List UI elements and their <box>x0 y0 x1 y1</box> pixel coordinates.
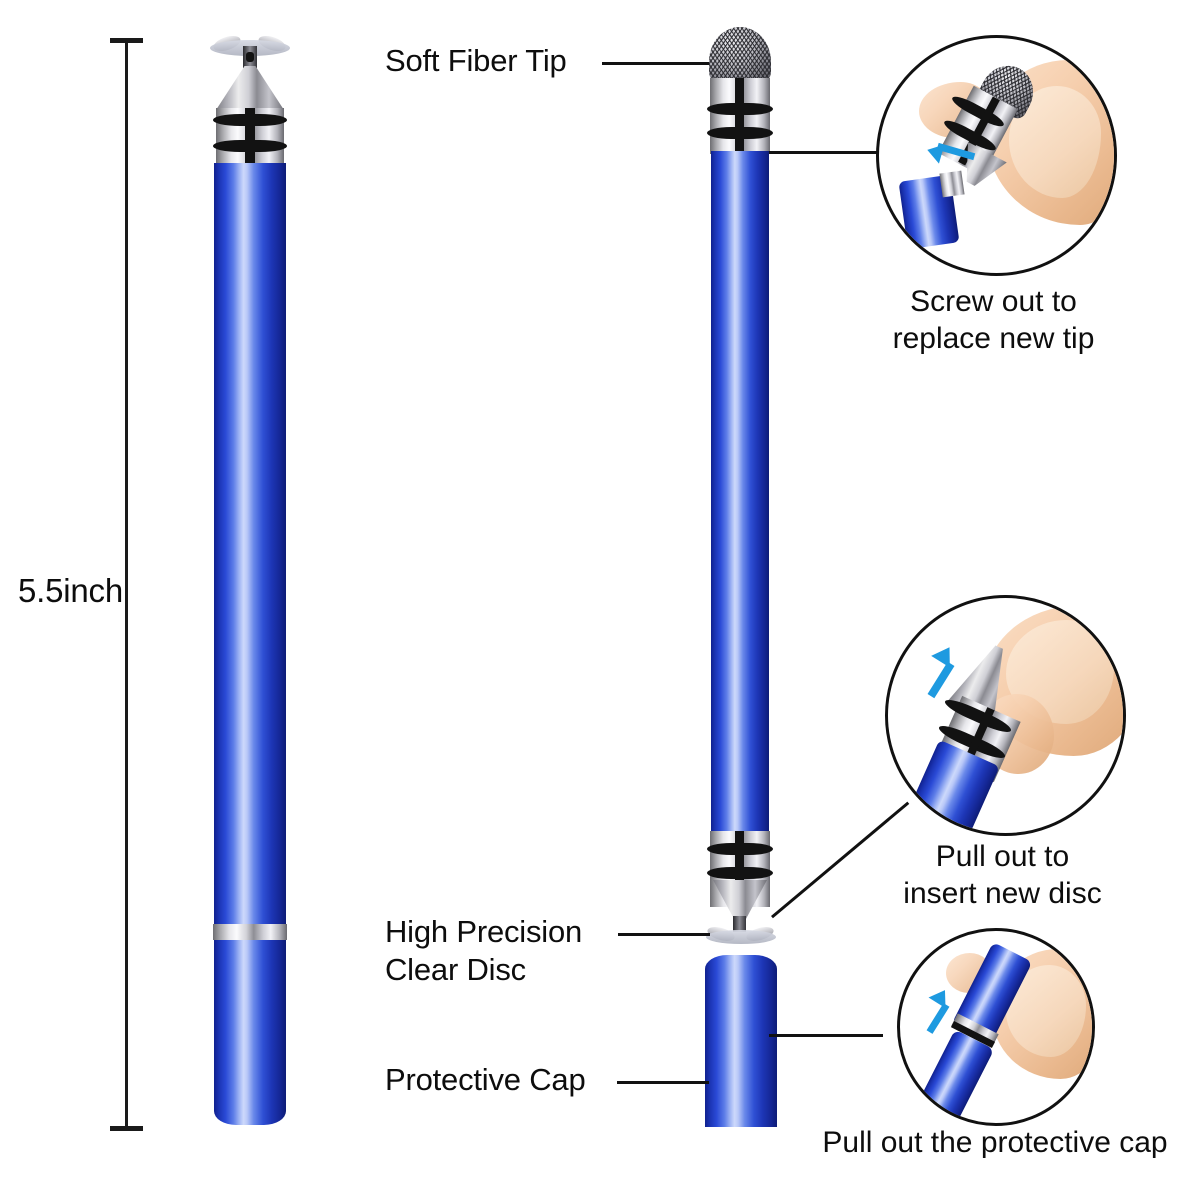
ruler-line <box>125 40 128 1130</box>
right-pen-soft-fiber-tip <box>709 27 771 83</box>
leader-line-protective-cap <box>617 1081 709 1084</box>
protective-cap <box>705 955 777 1127</box>
label-clear-disc-line1: High Precision <box>385 914 583 949</box>
leader-line-callout-pull-cap <box>769 1034 883 1037</box>
blue-arrow-head-icon <box>928 984 954 1009</box>
label-clear-disc-line2: Clear Disc <box>385 952 526 987</box>
blue-arrow-shaft-icon <box>927 661 955 699</box>
label-protective-cap: Protective Cap <box>385 1062 586 1097</box>
caption-pull-disc-line2: insert new disc <box>903 877 1102 910</box>
leader-line-soft-fiber-tip <box>602 62 710 65</box>
left-pen-disc-hub-collar <box>246 52 254 62</box>
leader-line-clear-disc <box>618 933 710 936</box>
right-pen-tip-collar-seam <box>735 78 744 154</box>
caption-pull-cap: Pull out the protective cap <box>822 1126 1168 1159</box>
left-pen-barrel <box>214 163 286 1125</box>
mini-barrel-thread-icon <box>939 170 965 198</box>
callout-pull-out-cap <box>897 928 1095 1126</box>
blue-arrow-shaft-icon <box>926 1003 950 1034</box>
callout-pull-out-disc <box>885 595 1126 836</box>
dimension-label: 5.5inch <box>18 572 124 609</box>
caption-pull-disc-line1: Pull out to <box>935 840 1070 873</box>
right-pen-disc-hub <box>733 916 746 932</box>
leader-line-callout-screw-out <box>769 151 881 154</box>
right-pen-barrel <box>711 151 769 833</box>
left-pen-tip-cone <box>216 66 284 110</box>
mini-barrel-icon <box>917 1029 995 1123</box>
blue-arrow-head-icon <box>931 641 959 668</box>
caption-screw-out-line2: replace new tip <box>892 322 1095 355</box>
label-soft-fiber-tip: Soft Fiber Tip <box>385 43 567 78</box>
caption-screw-out-line1: Screw out to <box>910 285 1077 318</box>
left-pen-collar-seam <box>245 108 255 166</box>
callout-screw-out-tip <box>876 35 1117 276</box>
right-pen-clear-disc <box>706 930 776 944</box>
ruler-end-cap-bottom <box>110 1126 143 1131</box>
blue-arrow-head-icon <box>924 140 945 164</box>
left-pen-silver-ring <box>213 924 287 940</box>
right-pen-disc-collar-seam <box>735 831 744 907</box>
